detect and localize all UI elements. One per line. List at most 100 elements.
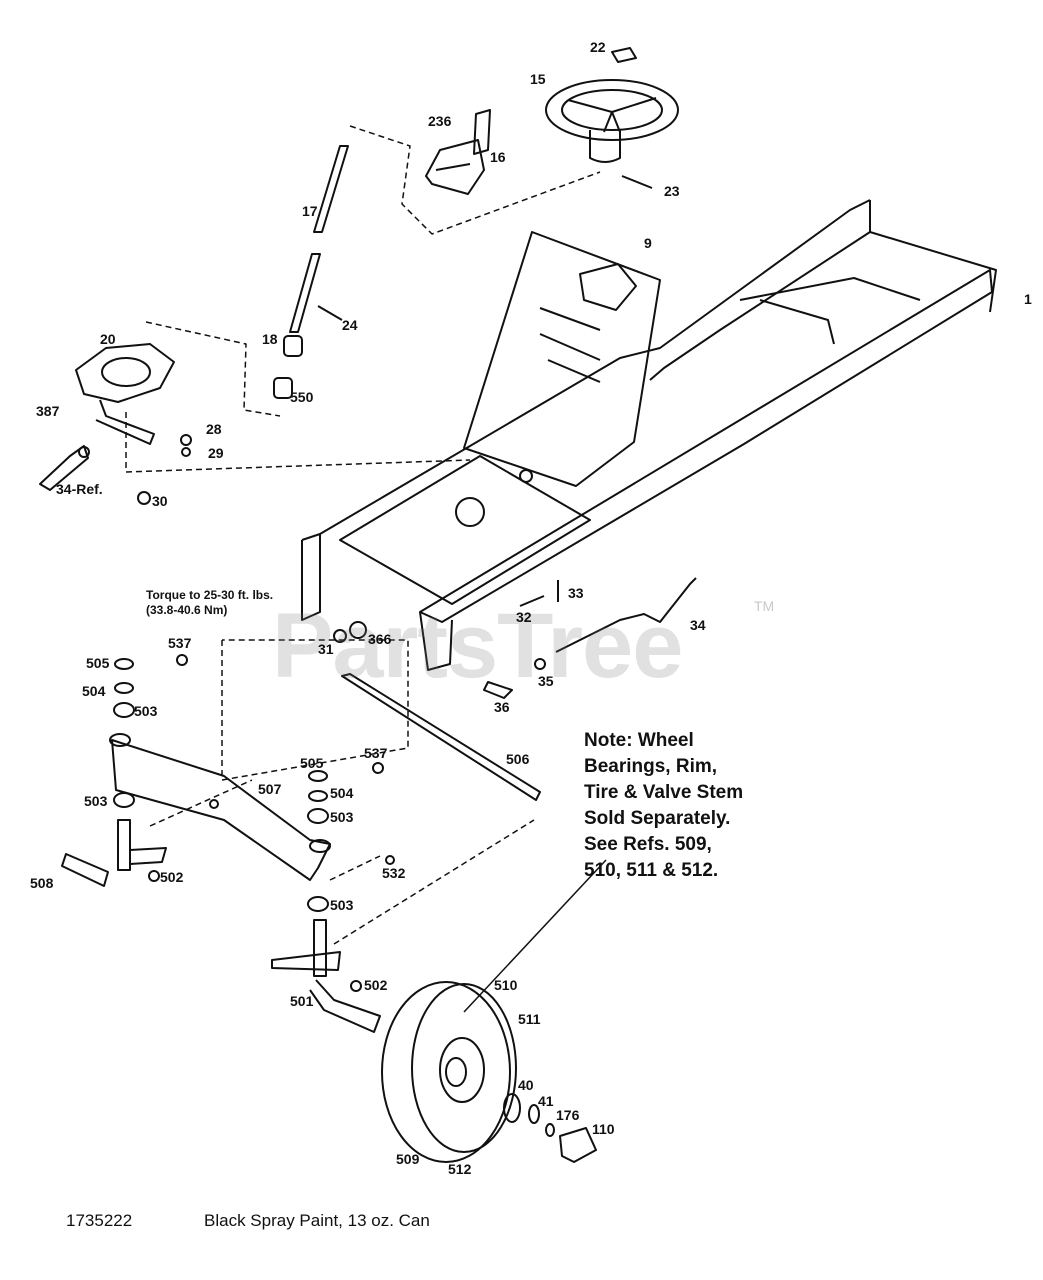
callout-34-ref: 34-Ref. xyxy=(56,481,103,497)
callout-505-right: 505 xyxy=(300,755,324,771)
watermark-tm: TM xyxy=(754,598,775,614)
steering-sector-gear xyxy=(75,343,175,445)
callout-22: 22 xyxy=(590,39,606,55)
washer-504-right xyxy=(308,790,328,802)
bushing-503-right-top xyxy=(307,808,329,824)
bushing-503-left-bottom xyxy=(113,792,135,808)
callout-387: 387 xyxy=(36,403,60,419)
callout-503-left-bottom: 503 xyxy=(84,793,108,809)
washer-505-left xyxy=(114,658,134,670)
note-line: 510, 511 & 512. xyxy=(584,860,719,881)
callout-509: 509 xyxy=(396,1151,420,1167)
callout-23: 23 xyxy=(664,183,680,199)
drag-link-ref xyxy=(39,445,89,491)
nut-35 xyxy=(534,658,546,670)
callout-366: 366 xyxy=(368,631,392,647)
callout-502-right: 502 xyxy=(364,977,388,993)
callout-503-left-top: 503 xyxy=(134,703,158,719)
torque-line: Torque to 25-30 ft. lbs. xyxy=(146,588,274,602)
callout-504-left: 504 xyxy=(82,683,106,699)
steering-shaft xyxy=(289,145,349,333)
callout-36: 36 xyxy=(494,699,510,715)
note-line: See Refs. 509, xyxy=(584,834,712,855)
callout-1: 1 xyxy=(1024,291,1032,307)
callout-40: 40 xyxy=(518,1077,534,1093)
callout-537-right: 537 xyxy=(364,745,388,761)
callout-511: 511 xyxy=(518,1011,541,1027)
drag-link xyxy=(555,577,697,653)
note-leader xyxy=(463,859,607,1013)
steering-support-bracket xyxy=(425,109,491,195)
steering-wheel xyxy=(545,79,679,163)
note-line: Bearings, Rim, xyxy=(584,756,718,777)
main-frame xyxy=(301,199,997,671)
cap-110 xyxy=(559,1127,597,1163)
callout-15: 15 xyxy=(530,71,546,87)
bushing-550 xyxy=(273,377,293,399)
roll-pin-23 xyxy=(621,175,653,189)
callout-34: 34 xyxy=(690,617,706,633)
callout-506: 506 xyxy=(506,751,530,767)
front-wheel xyxy=(381,981,517,1163)
hardware-387 xyxy=(78,446,90,458)
clip-537-right xyxy=(372,762,384,774)
callout-503-right-bottom: 503 xyxy=(330,897,354,913)
callout-176: 176 xyxy=(556,1107,580,1123)
callout-236: 236 xyxy=(428,113,452,129)
callout-41: 41 xyxy=(538,1093,554,1109)
spindle-right xyxy=(271,919,381,1033)
callout-29: 29 xyxy=(208,445,224,461)
callout-33: 33 xyxy=(568,585,584,601)
screw-532 xyxy=(385,855,395,865)
footer-description: Black Spray Paint, 13 oz. Can xyxy=(204,1211,430,1230)
callout-512: 512 xyxy=(448,1161,472,1177)
bolt-32 xyxy=(519,595,545,607)
assembly-guide-lines xyxy=(125,125,601,945)
callout-32: 32 xyxy=(516,609,532,625)
callout-503-right-top: 503 xyxy=(330,809,354,825)
bushing-503-left-top xyxy=(113,702,135,718)
callout-24: 24 xyxy=(342,317,358,333)
callout-501: 501 xyxy=(290,993,314,1009)
washer-41 xyxy=(528,1104,540,1124)
footer-part-number: 1735222 xyxy=(66,1211,133,1230)
tie-rod xyxy=(341,673,541,801)
note-line: Sold Separately. xyxy=(584,808,731,829)
callout-35: 35 xyxy=(538,673,554,689)
hardware-30 xyxy=(137,491,151,505)
watermark: PartsTree xyxy=(272,595,683,697)
steering-cap xyxy=(611,47,637,63)
note-line: Tire & Valve Stem xyxy=(584,782,744,803)
callout-508: 508 xyxy=(30,875,54,891)
callout-550: 550 xyxy=(290,389,314,405)
roll-pin-24 xyxy=(317,305,343,321)
callout-17: 17 xyxy=(302,203,318,219)
washer-40 xyxy=(503,1093,521,1123)
spindle-left xyxy=(61,819,167,887)
nut-502-left xyxy=(148,870,160,882)
torque-spec: Torque to 25-30 ft. lbs. (33.8-40.6 Nm) xyxy=(146,588,273,618)
callout-507: 507 xyxy=(258,781,282,797)
callout-31: 31 xyxy=(318,641,334,657)
callout-510: 510 xyxy=(494,977,518,993)
callout-30: 30 xyxy=(152,493,168,509)
callout-28: 28 xyxy=(206,421,222,437)
hardware-28 xyxy=(180,434,192,446)
wheel-note: Note: Wheel Bearings, Rim, Tire & Valve … xyxy=(584,728,743,884)
washer-366 xyxy=(349,621,367,639)
callout-16: 16 xyxy=(490,149,506,165)
clip-537-left xyxy=(176,654,188,666)
nut-31 xyxy=(333,629,347,643)
bolt-36 xyxy=(483,681,513,699)
callout-505-left: 505 xyxy=(86,655,110,671)
torque-line: (33.8-40.6 Nm) xyxy=(146,603,228,617)
washer-505-right xyxy=(308,770,328,782)
washer-504-left xyxy=(114,682,134,694)
callout-20: 20 xyxy=(100,331,116,347)
callout-110: 110 xyxy=(592,1121,615,1137)
steering-gear-18 xyxy=(283,335,303,357)
dash-tower xyxy=(463,231,661,487)
callout-502-left: 502 xyxy=(160,869,184,885)
callout-532: 532 xyxy=(382,865,406,881)
